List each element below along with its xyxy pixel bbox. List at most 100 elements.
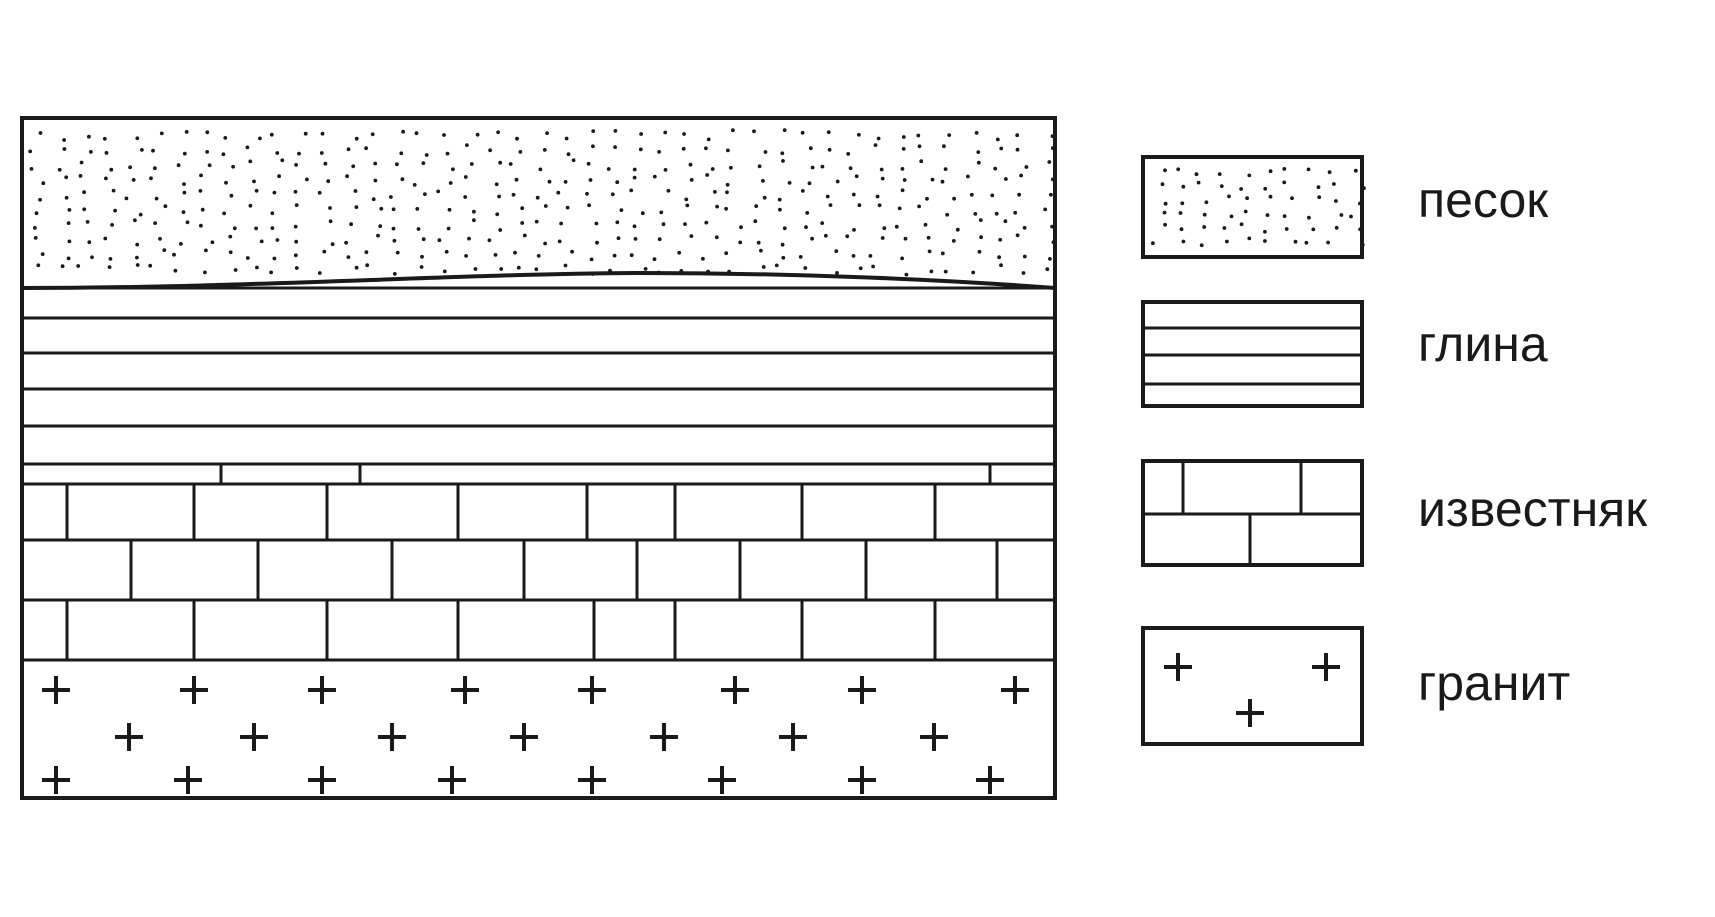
sand-dot — [689, 178, 694, 182]
sand-dot — [498, 160, 503, 165]
sand-dot — [726, 148, 730, 153]
sand-dot — [399, 151, 404, 156]
sand-dot — [255, 265, 259, 270]
sand-dot — [280, 158, 285, 163]
legend-sand-dot — [1282, 180, 1287, 185]
sand-dot — [663, 130, 668, 135]
sand-dot — [109, 167, 114, 172]
sand-dot — [128, 165, 133, 170]
sand-dot — [451, 167, 455, 172]
sand-dot — [185, 220, 190, 225]
legend-sand-dot — [1317, 195, 1322, 200]
sand-dot — [661, 222, 666, 227]
sand-dot — [415, 207, 420, 211]
sand-dot — [199, 173, 203, 178]
sand-dot — [373, 161, 378, 166]
sand-dot — [787, 181, 792, 185]
legend-granite-crosses — [1164, 653, 1340, 727]
sand-dot — [275, 238, 280, 242]
sand-dot — [804, 225, 808, 230]
sand-clay-boundary — [21, 270, 1056, 290]
sand-dot — [677, 250, 682, 255]
sand-dot — [820, 164, 825, 169]
sand-dot — [851, 192, 856, 197]
legend-sand-dot — [1263, 186, 1268, 191]
sand-dot — [231, 164, 236, 169]
sand-dot — [564, 136, 569, 141]
legend-sand-dot — [1194, 172, 1199, 177]
legend-sand-dot — [1178, 211, 1183, 215]
legend-sand-dot — [1202, 225, 1207, 229]
sand-dot — [465, 143, 469, 148]
legend-sand-dot — [1181, 184, 1186, 189]
sand-dot — [684, 197, 689, 202]
sand-dot — [701, 256, 705, 261]
sand-dot — [40, 252, 45, 256]
sand-dot — [724, 206, 728, 211]
sand-dot — [210, 240, 215, 245]
sand-dot — [882, 226, 887, 231]
sand-dot — [632, 167, 637, 172]
sand-dot — [534, 267, 539, 272]
sand-dot — [820, 221, 825, 226]
sand-dot — [724, 251, 729, 256]
sand-dot — [591, 129, 596, 134]
legend-sand-dot — [1199, 243, 1204, 248]
sand-dot — [245, 256, 250, 260]
sand-dot — [110, 223, 114, 227]
cross-section — [20, 116, 1057, 800]
sand-dot — [424, 153, 429, 157]
sand-dot — [825, 194, 830, 199]
sand-dot — [973, 212, 978, 216]
sand-dot — [124, 196, 129, 201]
sand-dot — [566, 152, 571, 157]
sand-dot — [135, 255, 139, 260]
sand-dot — [995, 137, 1000, 142]
sand-dot — [657, 237, 662, 242]
sand-dot — [940, 179, 945, 184]
sand-dot — [522, 233, 527, 238]
sand-dot — [353, 189, 358, 193]
sand-dot — [108, 257, 113, 261]
sand-dot — [595, 240, 599, 245]
legend-sand-dot — [1268, 194, 1273, 199]
sand-dot — [761, 179, 765, 183]
sand-dot — [107, 265, 112, 269]
sand-dot — [378, 224, 383, 229]
sand-dot — [104, 151, 109, 155]
sand-dot — [82, 207, 87, 212]
sand-dot — [28, 149, 33, 154]
sand-dot — [757, 164, 762, 169]
sand-dot — [681, 146, 686, 151]
sand-dot — [926, 235, 931, 240]
legend-sand-dot — [1326, 240, 1330, 245]
sand-dot — [666, 188, 671, 193]
sand-dot — [508, 162, 513, 166]
sand-dot — [494, 182, 499, 187]
legend-sand-dot — [1290, 196, 1294, 201]
sand-dot — [998, 237, 1003, 242]
sand-dot — [704, 220, 709, 225]
sand-dot — [379, 206, 384, 211]
sand-dot — [269, 132, 274, 137]
sand-dot — [464, 254, 468, 258]
sand-dot — [514, 177, 519, 182]
legend-sand-dot — [1151, 241, 1155, 246]
sand-dot — [759, 248, 763, 253]
sand-dot — [823, 233, 828, 238]
sand-dot — [252, 179, 256, 184]
sand-dot — [588, 178, 593, 182]
sand-dot — [376, 233, 380, 238]
sand-dot — [38, 197, 42, 202]
sand-dot — [955, 227, 960, 232]
sand-dot — [846, 152, 851, 156]
sand-dot — [293, 224, 298, 229]
sand-dot — [639, 132, 643, 136]
sand-dot — [475, 132, 480, 137]
sand-dot — [682, 132, 686, 136]
sand-dot — [663, 168, 668, 172]
sand-dot — [976, 150, 981, 155]
sand-dot — [729, 165, 733, 170]
sand-dot — [67, 239, 72, 244]
